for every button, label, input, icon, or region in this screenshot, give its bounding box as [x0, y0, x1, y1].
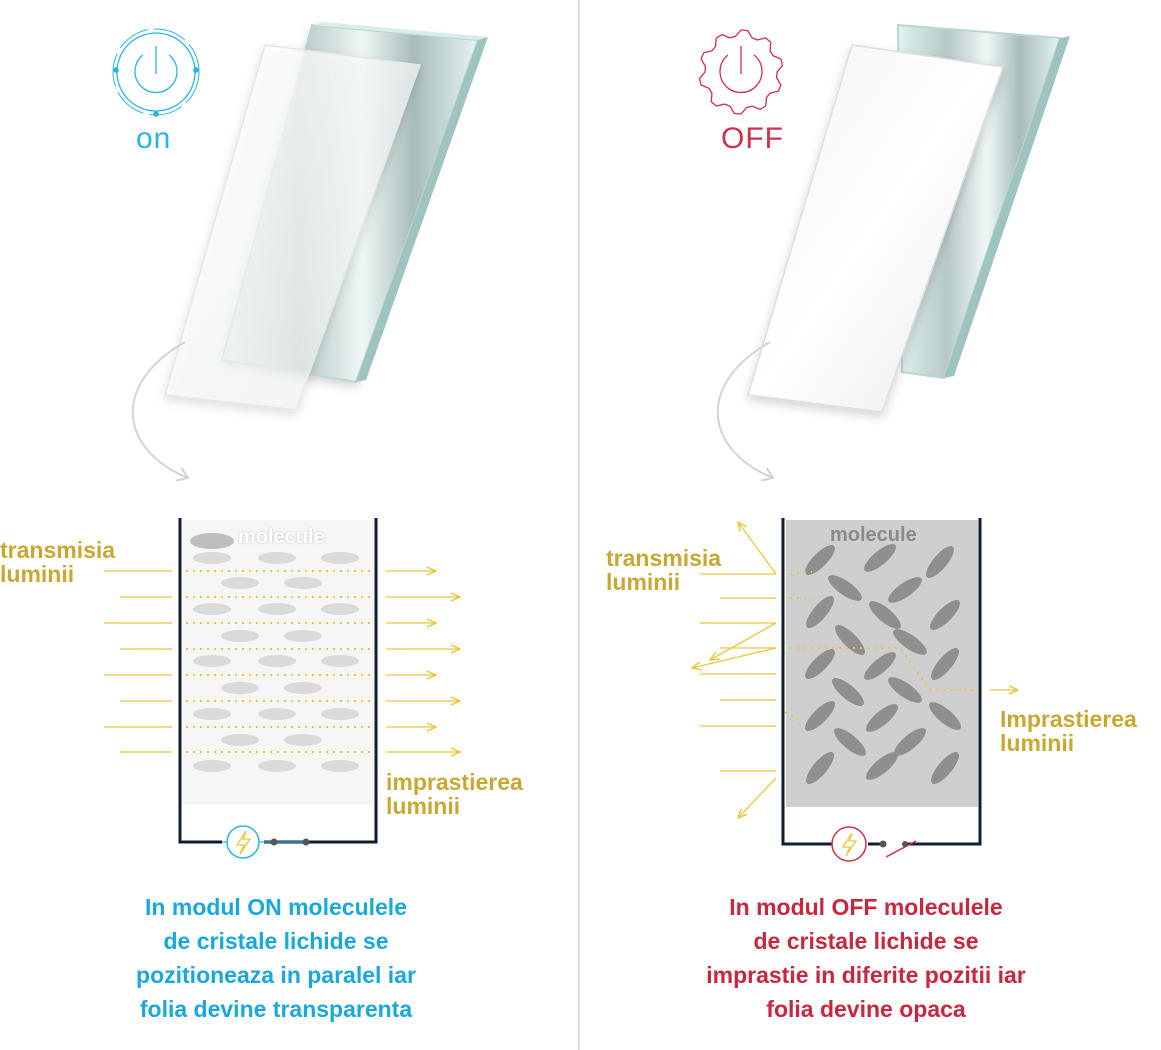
scattered-ray	[738, 777, 777, 818]
scattered-ray	[692, 647, 777, 668]
molecule	[834, 728, 866, 756]
molecule	[284, 682, 322, 694]
scattered-ray	[710, 622, 777, 660]
panel-divider	[578, 0, 580, 1050]
off-foil-sheet	[747, 44, 1005, 413]
molecule	[321, 655, 359, 667]
molecule	[805, 649, 835, 679]
molecule	[929, 702, 961, 730]
off-light-rays	[692, 522, 1018, 818]
power-icon	[698, 29, 784, 115]
on-light-rays	[104, 571, 460, 752]
molecule	[193, 708, 231, 720]
molecule	[805, 545, 835, 575]
power-icon	[112, 28, 200, 117]
molecule	[258, 552, 296, 564]
molecule	[806, 596, 834, 628]
molecule	[321, 552, 359, 564]
molecule	[221, 682, 259, 694]
off-mode-label: OFF	[721, 122, 784, 155]
molecule	[193, 760, 231, 772]
off-caption: In modul OFF moleculele de cristale lich…	[706, 894, 1026, 1022]
on-molecules	[190, 533, 359, 772]
molecule	[190, 533, 234, 549]
molecule	[258, 760, 296, 772]
molecule	[805, 701, 835, 731]
molecule	[221, 630, 259, 642]
molecule	[835, 625, 865, 655]
molecule	[866, 752, 898, 780]
off-cell-frame	[781, 518, 982, 846]
molecule	[864, 544, 896, 572]
molecule	[893, 629, 927, 655]
molecule	[221, 734, 259, 746]
molecule	[193, 552, 231, 564]
lightning-icon	[841, 832, 858, 857]
molecule	[864, 652, 896, 680]
molecule	[321, 708, 359, 720]
molecule	[869, 601, 901, 629]
off-zoom-arrow	[716, 341, 773, 478]
on-caption: In modul ON moleculele de cristale lichi…	[136, 894, 416, 1022]
molecule	[930, 600, 960, 630]
molecule	[321, 603, 359, 615]
molecule	[931, 648, 959, 680]
molecule	[926, 546, 954, 578]
on-zoom-arrow	[131, 341, 188, 478]
molecule	[258, 655, 296, 667]
molecule	[828, 575, 862, 601]
molecule	[832, 678, 864, 706]
molecule	[888, 577, 922, 603]
molecule	[193, 655, 231, 667]
molecule	[193, 603, 231, 615]
lightning-icon	[235, 830, 252, 855]
off-switch[interactable]	[831, 826, 917, 862]
on-molecule-label: molecule	[238, 526, 325, 548]
on-foil-sheet	[164, 44, 422, 411]
scattered-ray	[738, 522, 777, 575]
molecule	[258, 603, 296, 615]
molecule	[221, 577, 259, 589]
molecule	[888, 677, 922, 703]
molecule	[866, 704, 898, 732]
molecule	[321, 760, 359, 772]
molecule	[931, 752, 959, 784]
molecule	[894, 728, 926, 756]
on-switch[interactable]	[222, 825, 310, 859]
on-mode-label: on	[136, 122, 172, 155]
molecule	[284, 630, 322, 642]
molecule	[284, 734, 322, 746]
molecule	[284, 577, 322, 589]
molecule	[806, 752, 834, 784]
molecule	[258, 708, 296, 720]
internal-ray	[784, 711, 801, 728]
off-molecules	[805, 544, 961, 784]
off-molecule-label: molecule	[830, 524, 917, 546]
